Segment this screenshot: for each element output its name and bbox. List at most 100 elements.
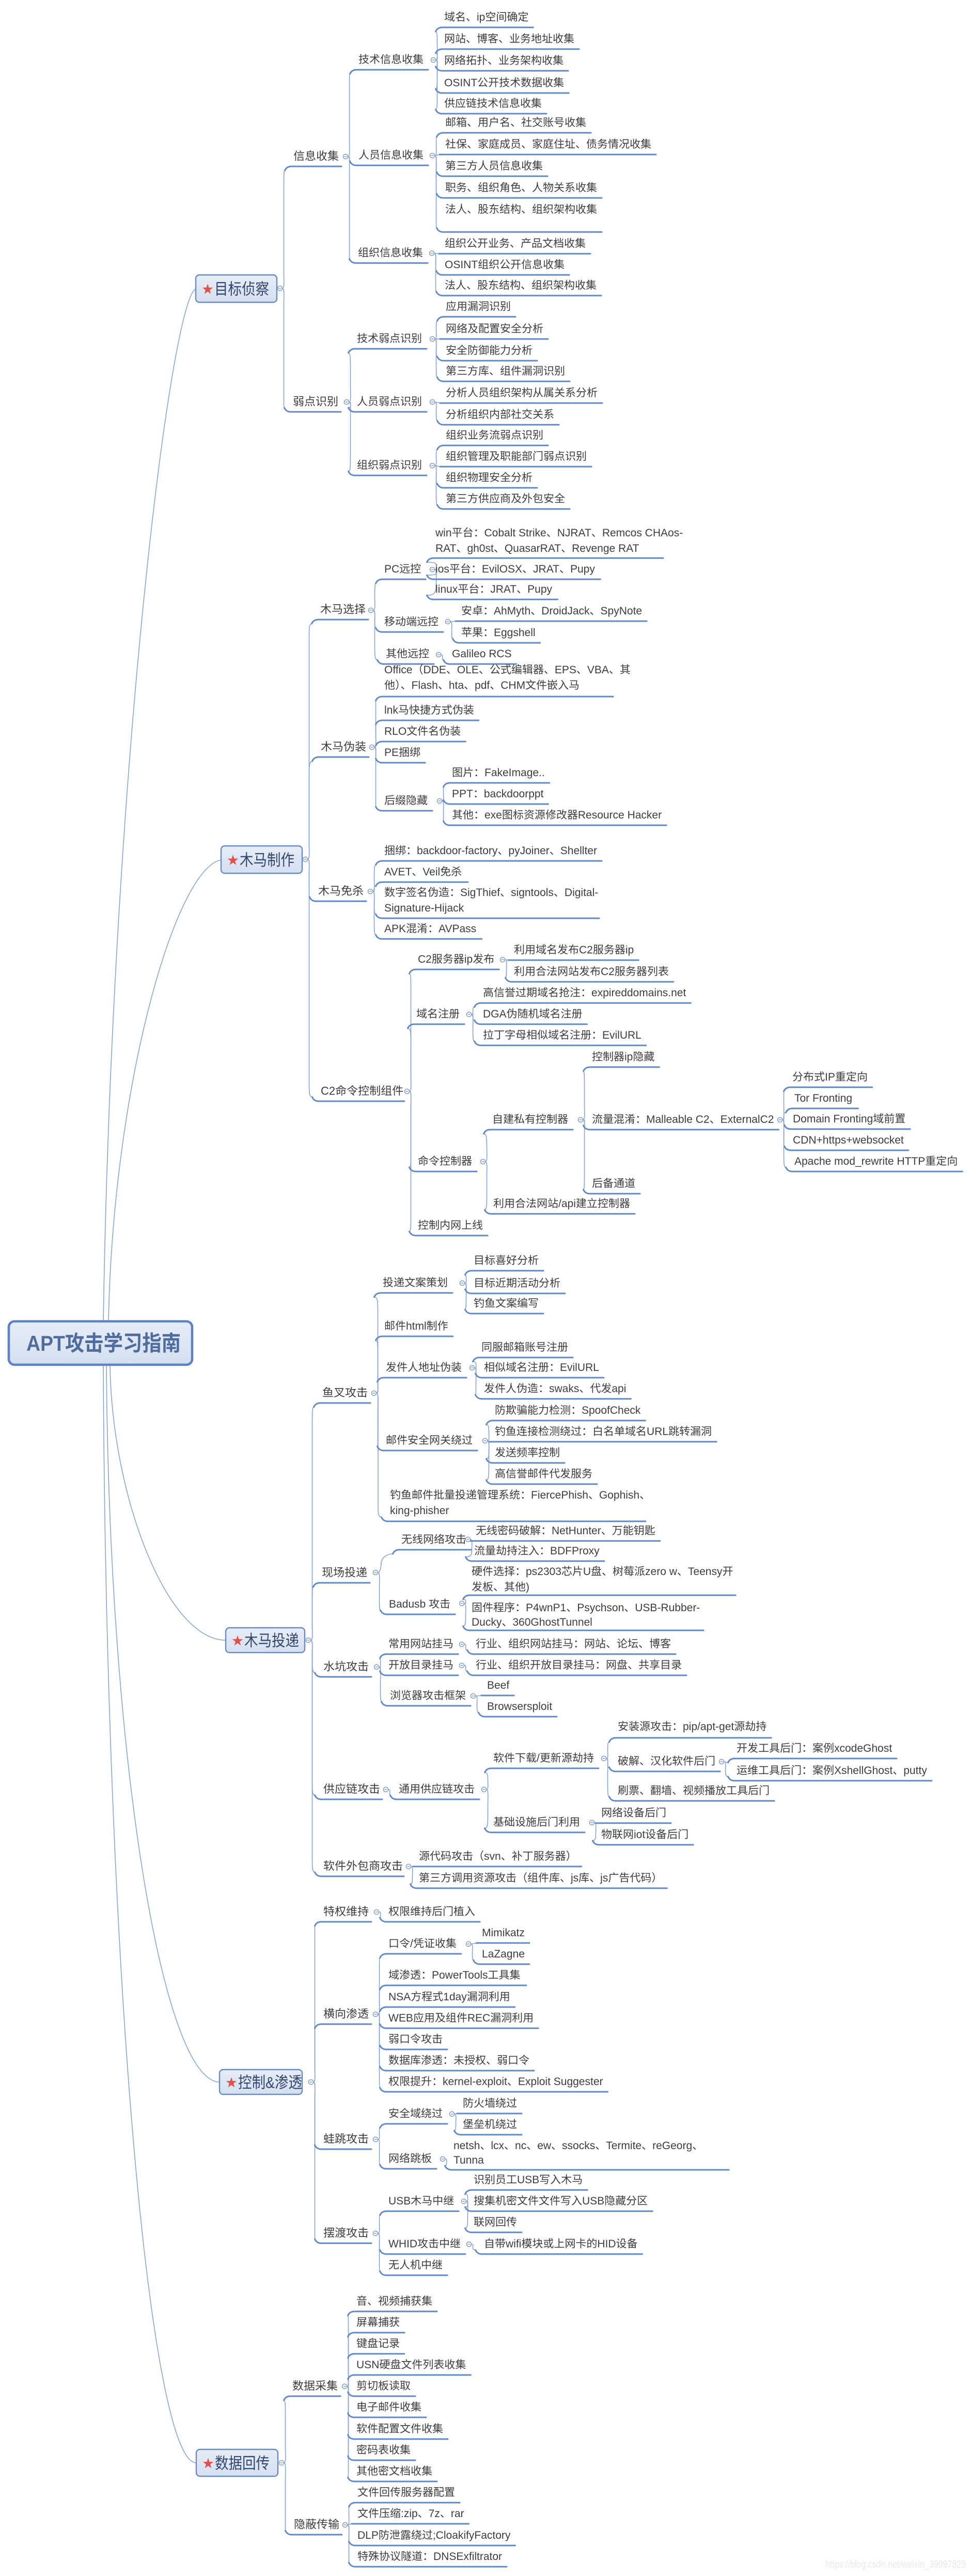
svg-text:利用域名发布C2服务器ip: 利用域名发布C2服务器ip [514, 944, 634, 956]
svg-text:Tor Fronting: Tor Fronting [794, 1092, 852, 1104]
svg-text:NSA方程式1day漏洞利用: NSA方程式1day漏洞利用 [388, 1991, 510, 2003]
svg-text:供应链攻击: 供应链攻击 [323, 1783, 380, 1796]
svg-text:linux平台：JRAT、Pupy: linux平台：JRAT、Pupy [435, 583, 552, 595]
svg-text:相似域名注册：EvilURL: 相似域名注册：EvilURL [484, 1362, 599, 1374]
svg-text:Apache mod_rewrite HTTP重定向: Apache mod_rewrite HTTP重定向 [794, 1155, 958, 1167]
svg-text:PPT：backdoorppt: PPT：backdoorppt [452, 788, 544, 800]
svg-text:弱点识别: 弱点识别 [293, 395, 338, 408]
svg-text:捆绑：backdoor-factory、pyJoiner、S: 捆绑：backdoor-factory、pyJoiner、Shellter [384, 845, 597, 857]
svg-text:社保、家庭成员、家庭住址、债务情况收集: 社保、家庭成员、家庭住址、债务情况收集 [445, 138, 651, 150]
svg-text:特权维持: 特权维持 [323, 1905, 369, 1918]
svg-text:浏览器攻击框架: 浏览器攻击框架 [390, 1690, 466, 1702]
svg-text:密码表收集: 密码表收集 [356, 2444, 411, 2456]
svg-text:RLO文件名伪装: RLO文件名伪装 [384, 726, 461, 737]
svg-text:分布式IP重定向: 分布式IP重定向 [792, 1071, 868, 1083]
svg-text:屏幕捕获: 屏幕捕获 [356, 2317, 400, 2328]
svg-text:组织信息收集: 组织信息收集 [358, 247, 423, 259]
svg-text:高信誉邮件代发服务: 高信誉邮件代发服务 [495, 1468, 592, 1480]
svg-text:C2命令控制组件: C2命令控制组件 [321, 1085, 403, 1098]
svg-text:投递文案策划: 投递文案策划 [383, 1277, 448, 1289]
svg-text:安全域绕过: 安全域绕过 [388, 2108, 443, 2120]
svg-text:搜集机密文件文件写入USB隐藏分区: 搜集机密文件文件写入USB隐藏分区 [474, 2195, 648, 2207]
svg-text:钓鱼文案编写: 钓鱼文案编写 [474, 1298, 539, 1309]
svg-text:利用合法网站发布C2服务器列表: 利用合法网站发布C2服务器列表 [514, 966, 669, 978]
svg-text:域名、ip空间确定: 域名、ip空间确定 [444, 11, 528, 23]
svg-text:同服邮箱账号注册: 同服邮箱账号注册 [481, 1341, 568, 1353]
svg-text:lnk马快捷方式伪装: lnk马快捷方式伪装 [384, 704, 474, 716]
svg-text:特殊协议隧道：DNSExfiltrator: 特殊协议隧道：DNSExfiltrator [357, 2551, 502, 2563]
svg-text:Signature-Hijack: Signature-Hijack [384, 902, 464, 914]
svg-text:组织弱点识别: 组织弱点识别 [357, 459, 422, 471]
svg-text:网络拓扑、业务架构收集: 网络拓扑、业务架构收集 [444, 55, 564, 67]
svg-text:邮件安全网关绕过: 邮件安全网关绕过 [386, 1434, 473, 1446]
svg-text:文件压缩:zip、7z、rar: 文件压缩:zip、7z、rar [357, 2508, 464, 2520]
svg-text:技术信息收集: 技术信息收集 [358, 54, 424, 66]
svg-text:权限维持后门植入: 权限维持后门植入 [388, 1906, 475, 1918]
svg-text:USB木马中继: USB木马中继 [388, 2195, 454, 2207]
svg-text:破解、汉化软件后门: 破解、汉化软件后门 [618, 1755, 715, 1767]
svg-text:安卓：AhMyth、DroidJack、SpyNote: 安卓：AhMyth、DroidJack、SpyNote [461, 605, 642, 617]
svg-text:Domain Fronting域前置: Domain Fronting域前置 [793, 1113, 905, 1125]
svg-text:RAT、gh0st、QuasarRAT、Revenge RA: RAT、gh0st、QuasarRAT、Revenge RAT [435, 543, 639, 554]
svg-text:职务、组织角色、人物关系收集: 职务、组织角色、人物关系收集 [445, 182, 597, 194]
svg-text:无线密码破解：NetHunter、万能钥匙: 无线密码破解：NetHunter、万能钥匙 [476, 1525, 655, 1537]
svg-text:剪切板读取: 剪切板读取 [356, 2380, 411, 2392]
svg-text:Mimikatz: Mimikatz [482, 1927, 525, 1939]
svg-text:发板、其他): 发板、其他) [472, 1581, 529, 1593]
svg-text:组织管理及职能部门弱点识别: 组织管理及职能部门弱点识别 [446, 451, 587, 462]
svg-text:电子邮件收集: 电子邮件收集 [356, 2401, 421, 2413]
svg-text:ios平台：EvilOSX、JRAT、Pupy: ios平台：EvilOSX、JRAT、Pupy [435, 563, 595, 575]
svg-text:权限提升：kernel-exploit、Exploit Su: 权限提升：kernel-exploit、Exploit Suggester [388, 2076, 603, 2088]
svg-text:识别员工USB写入木马: 识别员工USB写入木马 [474, 2174, 583, 2186]
svg-text:目标喜好分析: 目标喜好分析 [474, 1255, 539, 1267]
svg-text:控制&渗透: 控制&渗透 [238, 2074, 302, 2092]
svg-text:CDN+https+websocket: CDN+https+websocket [793, 1134, 904, 1146]
svg-text:组织公开业务、产品文档收集: 组织公开业务、产品文档收集 [445, 238, 586, 250]
svg-text:供应链技术信息收集: 供应链技术信息收集 [444, 98, 542, 110]
svg-text:水坑攻击: 水坑攻击 [323, 1660, 369, 1673]
svg-text:开发工具后门：案例xcodeGhost: 开发工具后门：案例xcodeGhost [737, 1742, 892, 1754]
svg-text:发件人地址伪装: 发件人地址伪装 [386, 1362, 462, 1374]
svg-text:目标近期活动分析: 目标近期活动分析 [474, 1277, 560, 1289]
svg-text:网络设备后门: 网络设备后门 [601, 1807, 666, 1819]
svg-text:组织物理安全分析: 组织物理安全分析 [446, 472, 533, 484]
svg-text:Galileo RCS: Galileo RCS [452, 648, 512, 660]
svg-text:流量劫持注入：BDFProxy: 流量劫持注入：BDFProxy [474, 1545, 600, 1557]
svg-text:常用网站挂马: 常用网站挂马 [388, 1638, 453, 1650]
svg-text:固件程序：P4wnP1、Psychson、USB-Rubbe: 固件程序：P4wnP1、Psychson、USB-Rubber- [472, 1602, 700, 1614]
svg-text:防火墙绕过: 防火墙绕过 [463, 2097, 517, 2109]
svg-text:分析组织内部社交关系: 分析组织内部社交关系 [446, 409, 554, 421]
svg-text:信息收集: 信息收集 [293, 150, 339, 163]
svg-text:win平台：Cobalt Strike、NJRAT、Remc: win平台：Cobalt Strike、NJRAT、Remcos CHAos- [435, 527, 683, 539]
svg-text:Ducky、360GhostTunnel: Ducky、360GhostTunnel [472, 1616, 592, 1628]
svg-text:他）、Flash、hta、pdf、CHM文件嵌入马: 他）、Flash、hta、pdf、CHM文件嵌入马 [384, 680, 580, 691]
svg-text:基础设施后门利用: 基础设施后门利用 [493, 1816, 580, 1828]
svg-text:LaZagne: LaZagne [482, 1948, 525, 1960]
svg-text:自带wifi模块或上网卡的HID设备: 自带wifi模块或上网卡的HID设备 [484, 2238, 638, 2250]
svg-text:拉丁字母相似域名注册：EvilURL: 拉丁字母相似域名注册：EvilURL [483, 1029, 642, 1041]
svg-text:自建私有控制器: 自建私有控制器 [492, 1114, 568, 1125]
svg-text:图片：FakeImage..: 图片：FakeImage.. [452, 767, 545, 779]
svg-text:其他远控: 其他远控 [386, 648, 429, 660]
svg-text:法人、股东结构、组织架构收集: 法人、股东结构、组织架构收集 [445, 204, 597, 215]
svg-text:隐蔽传输: 隐蔽传输 [294, 2518, 339, 2531]
svg-text:应用漏洞识别: 应用漏洞识别 [446, 301, 511, 313]
svg-text:横向渗透: 横向渗透 [323, 2008, 369, 2020]
svg-text:钓鱼连接检测绕过：白名单域名URL跳转漏洞: 钓鱼连接检测绕过：白名单域名URL跳转漏洞 [495, 1426, 712, 1438]
svg-text:钓鱼邮件批量投递管理系统：FiercePhish、Gophi: 钓鱼邮件批量投递管理系统：FiercePhish、Gophish、 [390, 1489, 650, 1501]
svg-text:命令控制器: 命令控制器 [418, 1155, 472, 1167]
svg-text:Browsersploit: Browsersploit [487, 1701, 552, 1713]
svg-text:数据采集: 数据采集 [292, 2380, 338, 2393]
svg-text:开放目录挂马: 开放目录挂马 [388, 1659, 453, 1671]
svg-text:木马伪装: 木马伪装 [321, 741, 366, 753]
svg-text:PE捆绑: PE捆绑 [384, 747, 420, 759]
svg-text:OSINT组织公开信息收集: OSINT组织公开信息收集 [445, 259, 565, 271]
svg-text:键盘记录: 键盘记录 [356, 2338, 400, 2350]
svg-text:邮箱、用户名、社交账号收集: 邮箱、用户名、社交账号收集 [445, 117, 586, 129]
svg-text:Badusb 攻击: Badusb 攻击 [389, 1598, 450, 1610]
svg-text:网络跳板: 网络跳板 [388, 2153, 432, 2165]
svg-text:防欺骗能力检测：SpoofCheck: 防欺骗能力检测：SpoofCheck [495, 1405, 641, 1416]
svg-text:移动端远控: 移动端远控 [384, 616, 439, 628]
svg-text:硬件选择：ps2303芯片U盘、树莓派zero w、Teen: 硬件选择：ps2303芯片U盘、树莓派zero w、Teensy开 [472, 1566, 733, 1578]
svg-text:第三方库、组件漏洞识别: 第三方库、组件漏洞识别 [446, 365, 565, 377]
